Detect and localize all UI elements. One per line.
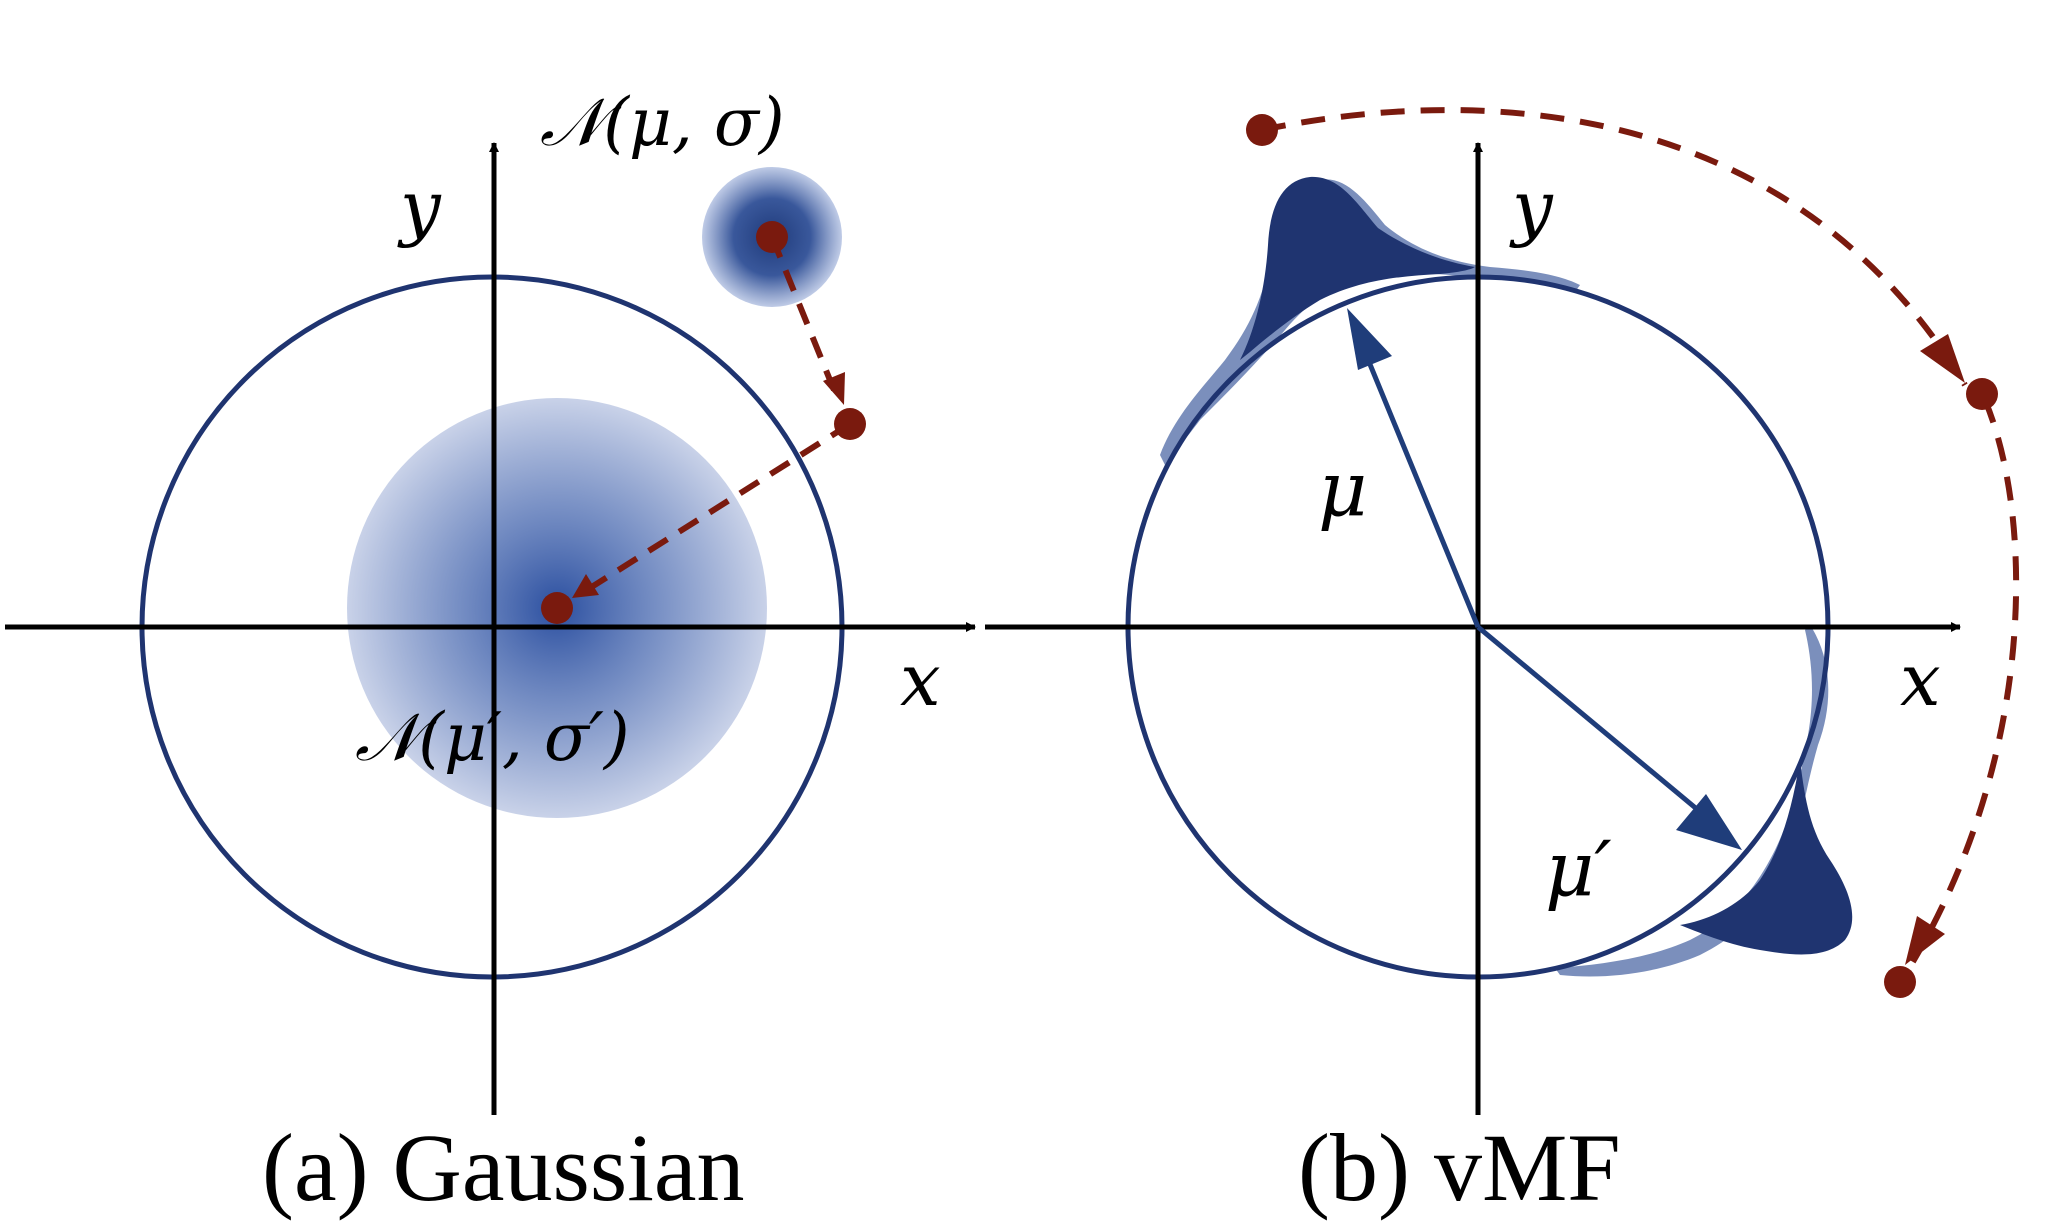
mu-label: μ <box>1318 444 1367 533</box>
panel-gaussian: x y 𝒩(μ, σ) 𝒩(μ′, σ′) (a) Gaussian <box>5 84 976 1221</box>
rotation-end-dot <box>1884 966 1916 998</box>
caption-a: (a) Gaussian <box>262 1114 744 1221</box>
vmf-density-prior <box>1240 176 1475 360</box>
y-label-a: y <box>397 165 442 249</box>
posterior-label: 𝒩(μ′, σ′) <box>355 699 630 776</box>
rotation-arrowhead-1 <box>1920 334 1965 383</box>
posterior-mean-dot <box>541 592 573 624</box>
y-label-b: y <box>1509 165 1554 249</box>
shift-arrowhead-1 <box>823 372 845 405</box>
shift-path-2 <box>588 421 852 591</box>
mu-vector-arrowhead <box>1347 308 1392 370</box>
x-label-a: x <box>900 638 941 722</box>
rotation-path-lower <box>1905 398 2020 972</box>
prior-mean-dot <box>756 221 788 253</box>
rotation-path <box>1261 107 1968 387</box>
intermediate-dot <box>834 408 866 440</box>
rotation-start-dot <box>1246 114 1278 146</box>
mu-prime-vector-arrowhead <box>1676 794 1742 850</box>
prior-label: 𝒩(μ, σ) <box>540 84 785 161</box>
caption-b: (b) vMF <box>1298 1114 1621 1221</box>
mu-prime-label: μ′ <box>1545 824 1612 913</box>
mu-prime-vector <box>1476 625 1718 827</box>
rotation-arrowhead-2 <box>1905 916 1945 965</box>
rotation-mid-dot <box>1966 378 1998 410</box>
mu-vector <box>1357 339 1481 628</box>
shift-arrowhead-2 <box>572 574 599 598</box>
x-label-b: x <box>1900 638 1941 722</box>
vmf-density-posterior <box>1680 760 1853 955</box>
panel-vmf: x y μ μ′ (b) vMF <box>985 107 2020 1221</box>
shift-path-1 <box>769 235 837 392</box>
